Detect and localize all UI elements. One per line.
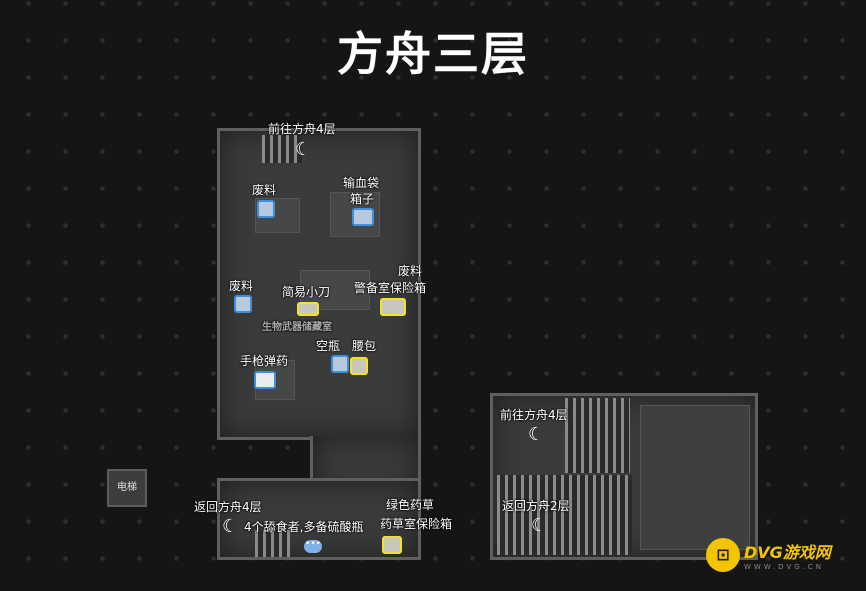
label-back-floor4: 返回方舟4层 (194, 500, 262, 514)
bottle-icon[interactable] (331, 355, 349, 373)
label-herb-safe: 药草室保险箱 (380, 517, 453, 531)
label-to-floor4: 前往方舟4层 (500, 408, 568, 422)
room-block (640, 405, 750, 550)
pouch-icon[interactable] (350, 357, 368, 375)
label-knife: 简易小刀 (282, 285, 331, 299)
safe-icon[interactable] (380, 298, 406, 316)
box-icon[interactable] (352, 208, 374, 226)
stairs-right (565, 398, 630, 473)
exit-icon[interactable]: ☾ (222, 516, 239, 537)
watermark-logo: ⊡ DVG游戏网 WWW.DVG.CN (706, 538, 831, 572)
label-pouch: 腰包 (352, 339, 377, 353)
stairs-right-lower (497, 475, 632, 555)
label-blood-bag: 输血袋 (343, 176, 380, 190)
ammo-icon[interactable] (254, 371, 276, 389)
label-green-herb: 绿色药草 (386, 498, 435, 512)
knife-icon[interactable] (297, 302, 319, 316)
label-box: 箱子 (350, 192, 375, 206)
stairs-bottom (255, 530, 290, 557)
exit-icon[interactable]: ☾ (295, 139, 312, 160)
logo-icon: ⊡ (706, 538, 740, 572)
label-lickers-warning: 4个舔食者,多备硫酸瓶 (244, 520, 364, 534)
label-scrap: 废料 (229, 279, 254, 293)
label-scrap: 废料 (398, 264, 423, 278)
label-handgun-ammo: 手枪弹药 (240, 354, 289, 368)
label-to-floor4: 前往方舟4层 (268, 122, 336, 136)
safe-icon[interactable] (382, 536, 402, 554)
exit-icon[interactable]: ☾ (528, 424, 545, 445)
speech-bubble-icon[interactable]: ••• (304, 540, 322, 553)
logo-url: WWW.DVG.CN (744, 563, 825, 571)
exit-icon[interactable]: ☾ (531, 515, 548, 536)
label-scrap: 废料 (252, 183, 277, 197)
scrap-icon[interactable] (234, 295, 252, 313)
elevator[interactable]: 电梯 (107, 469, 147, 507)
scrap-icon[interactable] (257, 200, 275, 218)
area-label: 生物武器储藏室 (262, 322, 332, 333)
label-guard-safe: 警备室保险箱 (354, 281, 427, 295)
map-title: 方舟三层 (337, 27, 529, 81)
label-empty-bottle: 空瓶 (316, 339, 341, 353)
label-back-floor2: 返回方舟2层 (502, 499, 570, 513)
stairs-top (262, 135, 302, 163)
logo-name: DVG游戏网 (744, 543, 831, 562)
